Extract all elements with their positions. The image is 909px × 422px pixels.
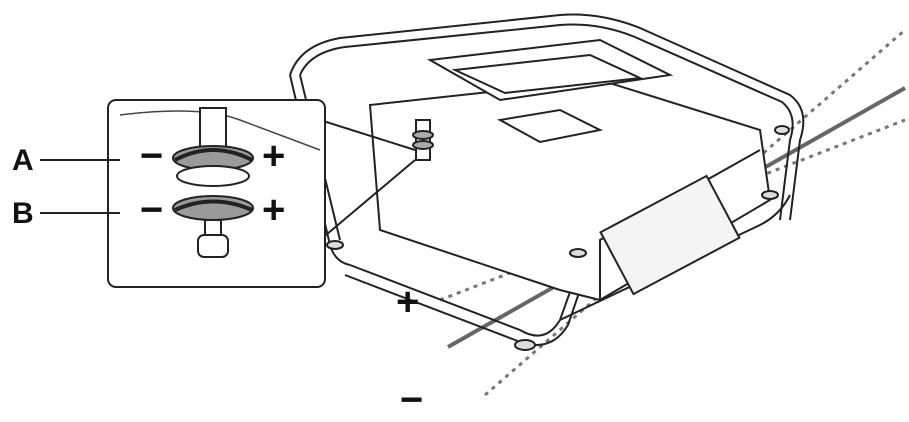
tilt-plus-sign: + — [396, 280, 420, 324]
adjuster-detail-inset — [40, 99, 326, 288]
projector-frame — [289, 13, 805, 351]
minus-tilt-dotted-line — [484, 28, 906, 397]
rotate-arrow-b-icon — [174, 199, 253, 212]
rotate-arrow-a-icon — [174, 148, 253, 162]
plus-sign-a: + — [262, 134, 286, 178]
plus-sign-b: + — [262, 188, 286, 232]
minus-sign-b: − — [140, 188, 164, 232]
minus-sign-a: − — [140, 134, 164, 178]
label-b: B — [12, 197, 34, 230]
tilt-minus-sign: − — [400, 378, 424, 422]
label-a: A — [12, 144, 34, 177]
